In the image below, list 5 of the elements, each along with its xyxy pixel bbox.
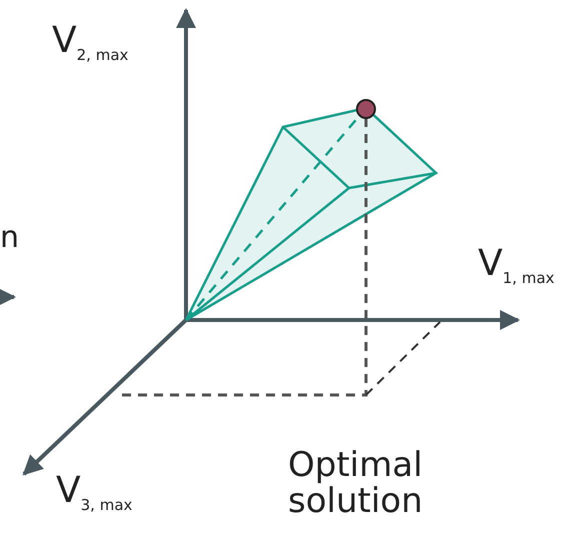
axis-label: n	[0, 222, 20, 254]
axis-label: V$_{1, max}$	[478, 245, 554, 287]
axis-label: V$_{3, max}$	[56, 472, 132, 514]
axis-label: Optimal solution	[288, 448, 424, 520]
axis-label: V$_{2, max}$	[52, 22, 128, 64]
